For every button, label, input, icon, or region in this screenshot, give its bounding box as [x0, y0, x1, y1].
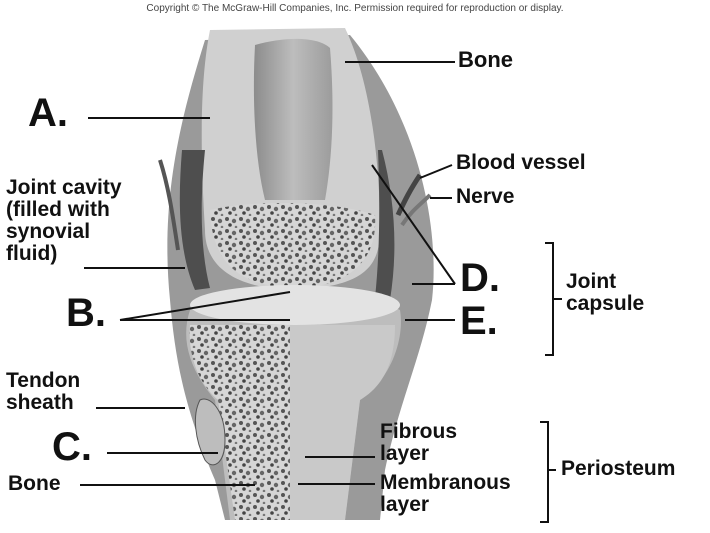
joint-cavity-left	[179, 150, 210, 290]
label-joint-capsule-line-1: Joint	[566, 270, 617, 293]
leader-blood-vessel	[419, 164, 453, 179]
lower-spongy-bone	[189, 325, 290, 520]
joint-cavity-right	[375, 150, 395, 300]
label-joint-cavity-line-3: synovial	[6, 220, 91, 244]
label-tendon-sheath-line-2: sheath	[6, 391, 74, 415]
periosteum-bracket	[540, 421, 556, 523]
label-membranous-layer: Membranous layer	[380, 471, 511, 517]
label-d: D.	[460, 256, 500, 300]
label-fibrous-layer-line-1: Fibrous	[380, 420, 457, 443]
copyright-notice: Copyright © The McGraw-Hill Companies, I…	[146, 3, 564, 14]
left-vessel-shape	[158, 159, 180, 251]
label-joint-cavity: Joint cavity (filled with synovial fluid…	[6, 176, 122, 266]
label-membranous-layer-line-2: layer	[380, 493, 430, 517]
label-joint-cavity-line-4: fluid)	[6, 242, 58, 266]
label-blood-vessel: Blood vessel	[456, 151, 586, 174]
label-bone-bottom: Bone	[8, 472, 61, 495]
nerve-shape	[400, 193, 432, 227]
label-fibrous-layer: Fibrous layer	[380, 420, 457, 466]
label-joint-capsule-line-2: capsule	[566, 292, 645, 316]
label-joint-capsule: Joint capsule	[566, 270, 645, 316]
blood-vessel-shape	[395, 173, 423, 217]
leader-d-1	[371, 164, 456, 285]
label-b: B.	[66, 291, 106, 335]
label-membranous-layer-line-1: Membranous	[380, 471, 511, 494]
joint-capsule-bracket	[545, 242, 562, 356]
label-joint-cavity-line-2: (filled with	[6, 198, 110, 222]
upper-spongy-bone	[210, 203, 376, 288]
label-joint-cavity-line-1: Joint cavity	[6, 176, 122, 199]
label-fibrous-layer-line-2: layer	[380, 442, 430, 466]
label-periosteum: Periosteum	[561, 457, 676, 480]
upper-bone-shaft	[253, 38, 333, 201]
label-tendon-sheath: Tendon sheath	[6, 369, 81, 415]
tendon-sheath-shape	[195, 398, 226, 466]
label-c: C.	[52, 425, 92, 469]
label-tendon-sheath-line-1: Tendon	[6, 369, 81, 392]
articular-cartilage-lower	[190, 285, 400, 325]
leader-b-1	[119, 291, 291, 321]
label-bone-top: Bone	[458, 47, 513, 72]
label-a: A.	[28, 91, 68, 135]
label-e: E.	[460, 299, 498, 343]
label-nerve: Nerve	[456, 185, 515, 208]
lower-bone-shaft-face	[290, 325, 395, 520]
